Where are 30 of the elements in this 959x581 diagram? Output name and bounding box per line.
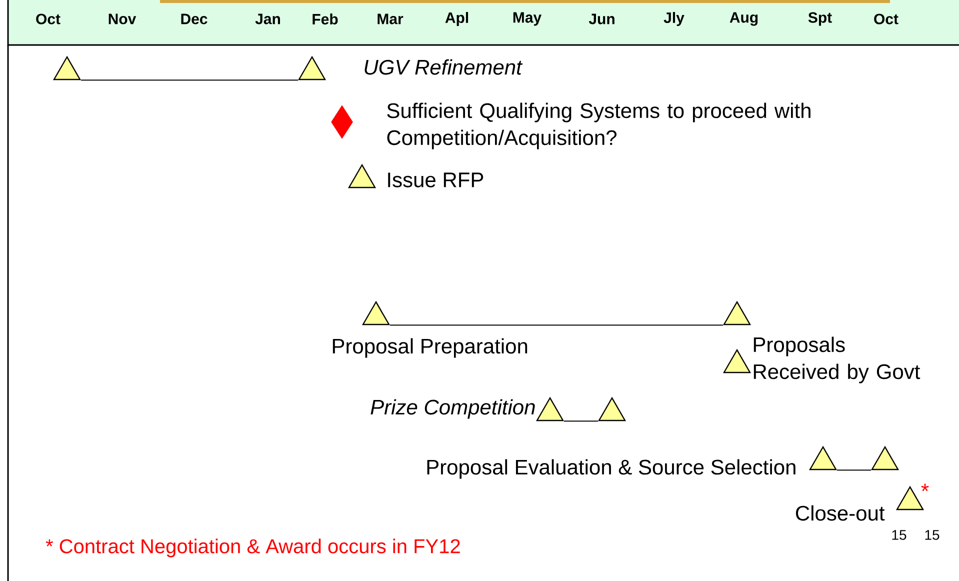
- milestone-label: Prize Competition: [370, 399, 535, 419]
- month-label: Jly: [664, 12, 684, 26]
- milestone-label: Close-out: [796, 505, 885, 521]
- month-label: Feb: [312, 14, 338, 24]
- milestone-label: Proposal Preparation: [332, 338, 528, 358]
- duration-line: [836, 470, 872, 471]
- duration-line: [564, 420, 598, 422]
- month-label: Dec: [181, 14, 208, 24]
- milestone-label: Proposal Evaluation & Source Selection: [427, 459, 796, 479]
- footnote: * Contract Negotiation & Award occurs in FY12: [46, 538, 460, 558]
- month-label: Spt: [808, 12, 832, 26]
- month-label: May: [513, 12, 542, 26]
- month-label: Jan: [255, 14, 280, 24]
- month-label: Jun: [588, 14, 614, 24]
- milestone-label: Proposals Received by Govt: [754, 336, 920, 384]
- month-label: Oct: [874, 14, 898, 24]
- duration-line: [80, 80, 298, 81]
- month-label: Aug: [730, 12, 758, 26]
- question-label: Sufficient Qualifying Systems to proceed with Competition/Acquisition?: [387, 102, 810, 150]
- duration-line: [390, 324, 724, 326]
- decision-diamond: [331, 105, 353, 139]
- month-label: Mar: [378, 14, 404, 24]
- asterisk: *: [921, 484, 929, 492]
- date-label: 15: [925, 530, 940, 540]
- month-label: Apl: [445, 12, 468, 26]
- milestone-label: UGV Refinement: [364, 59, 523, 75]
- month-label: Nov: [108, 14, 136, 24]
- date-label: 15: [892, 530, 906, 540]
- milestone-label: Issue RFP: [388, 172, 484, 188]
- month-label: Oct: [36, 14, 60, 24]
